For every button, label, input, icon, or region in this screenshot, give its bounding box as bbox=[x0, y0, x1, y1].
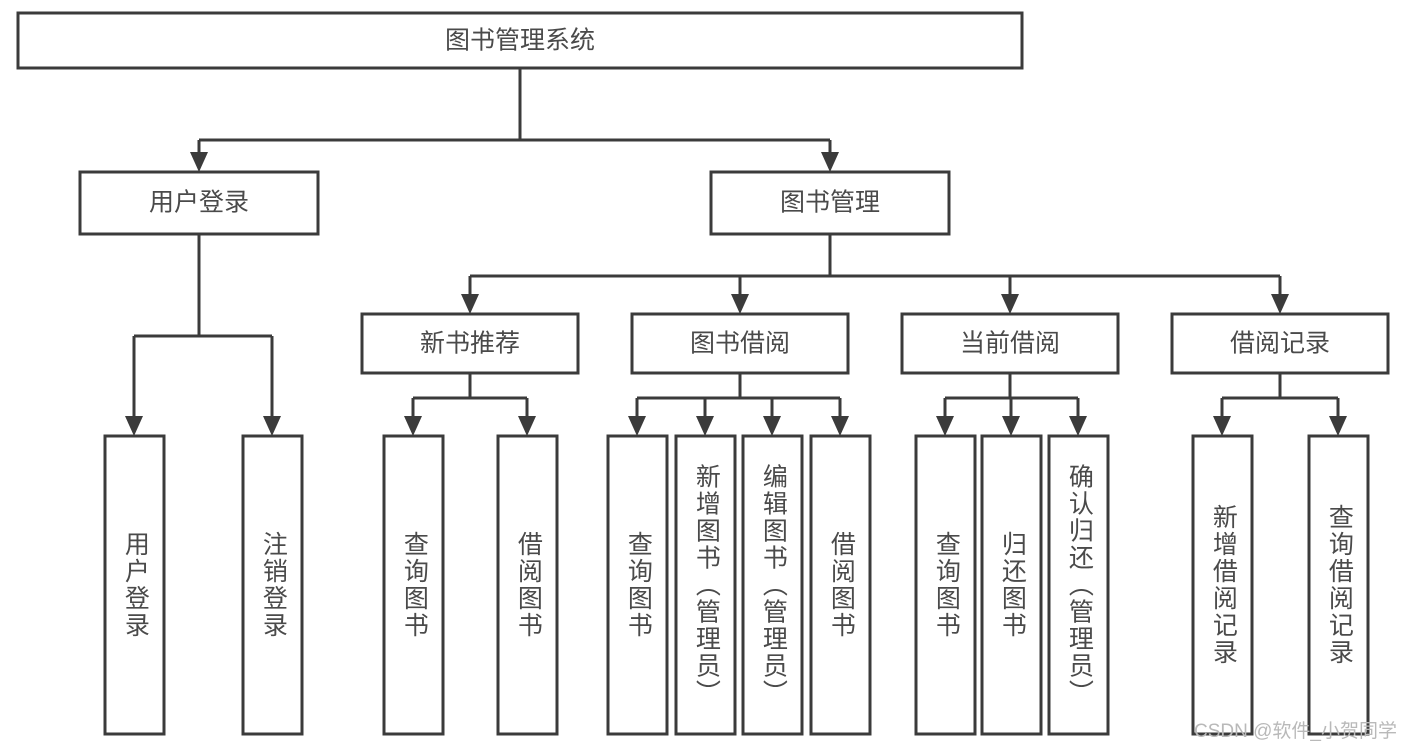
connector-group-book-borrow bbox=[628, 373, 849, 436]
node-book-management-box[interactable] bbox=[709, 170, 951, 236]
leaf-br-query-record-label: 查询借阅记录 bbox=[1325, 504, 1354, 666]
arrow-head-nbr-leaf-1 bbox=[404, 416, 422, 436]
node-user-login[interactable]: 用户登录 bbox=[78, 170, 320, 236]
leaf-bb-borrow-book-label: 借阅图书 bbox=[827, 531, 856, 639]
leaf-cb-query-book-label: 查询图书 bbox=[932, 531, 961, 639]
leaf-cb-query-book[interactable]: 查询图书 bbox=[914, 434, 977, 736]
node-new-book-recommend[interactable]: 新书推荐 bbox=[360, 312, 580, 375]
leaf-bb-query-book-box[interactable] bbox=[606, 434, 669, 736]
leaf-cb-confirm-return-admin-box[interactable] bbox=[1047, 434, 1110, 736]
node-book-management-label: 图书管理 bbox=[780, 189, 880, 217]
connector-group-user-login bbox=[125, 234, 281, 436]
arrow-head-book-borrow bbox=[731, 294, 749, 314]
leaf-bb-add-book-admin-box[interactable] bbox=[674, 434, 737, 736]
leaf-cb-return-book-label: 归还图书 bbox=[998, 531, 1027, 639]
leaf-user-login-logout-box[interactable] bbox=[241, 434, 304, 736]
arrow-head-cb-leaf-1 bbox=[936, 416, 954, 436]
leaf-bb-query-book[interactable]: 查询图书 bbox=[606, 434, 669, 736]
leaf-br-add-record[interactable]: 新增借阅记录 bbox=[1191, 434, 1254, 736]
leaf-bb-add-book-admin-label: 新增图书（管理员） bbox=[692, 464, 721, 707]
leaf-user-login-login-label: 用户登录 bbox=[121, 531, 150, 639]
node-root-system-box[interactable] bbox=[16, 11, 1024, 70]
leaf-br-query-record-box[interactable] bbox=[1307, 434, 1370, 736]
node-current-borrow-box[interactable] bbox=[900, 312, 1120, 375]
leaf-nbr-borrow-book-box[interactable] bbox=[496, 434, 559, 736]
node-user-login-box[interactable] bbox=[78, 170, 320, 236]
node-root-system[interactable]: 图书管理系统 bbox=[16, 11, 1024, 70]
arrow-head-bb-leaf-1 bbox=[628, 416, 646, 436]
leaf-bb-query-book-label: 查询图书 bbox=[624, 531, 653, 639]
leaf-br-add-record-label: 新增借阅记录 bbox=[1209, 504, 1238, 666]
arrow-head-user-login bbox=[190, 152, 208, 172]
arrow-head-cb-leaf-2 bbox=[1002, 416, 1020, 436]
connector-group-borrow-record bbox=[1213, 373, 1347, 436]
node-borrow-record-label: 借阅记录 bbox=[1230, 330, 1330, 358]
node-new-book-recommend-label: 新书推荐 bbox=[420, 330, 520, 358]
arrow-head-cb-leaf-3 bbox=[1069, 416, 1087, 436]
arrow-head-leaf-logout bbox=[263, 416, 281, 436]
node-book-borrow-label: 图书借阅 bbox=[690, 330, 790, 358]
node-new-book-recommend-box[interactable] bbox=[360, 312, 580, 375]
leaf-cb-query-book-box[interactable] bbox=[914, 434, 977, 736]
leaf-nbr-borrow-book-label: 借阅图书 bbox=[514, 531, 543, 639]
node-borrow-record-box[interactable] bbox=[1170, 312, 1390, 375]
arrow-head-bb-leaf-4 bbox=[831, 416, 849, 436]
leaf-user-login-logout-label: 注销登录 bbox=[259, 531, 288, 639]
leaf-cb-confirm-return-admin[interactable]: 确认归还（管理员） bbox=[1047, 434, 1110, 736]
arrow-head-bb-leaf-2 bbox=[696, 416, 714, 436]
leaf-nbr-query-book-box[interactable] bbox=[382, 434, 445, 736]
node-borrow-record[interactable]: 借阅记录 bbox=[1170, 312, 1390, 375]
leaf-br-query-record[interactable]: 查询借阅记录 bbox=[1307, 434, 1370, 736]
node-current-borrow[interactable]: 当前借阅 bbox=[900, 312, 1120, 375]
leaf-br-add-record-box[interactable] bbox=[1191, 434, 1254, 736]
node-book-management[interactable]: 图书管理 bbox=[709, 170, 951, 236]
leaf-bb-add-book-admin[interactable]: 新增图书（管理员） bbox=[674, 434, 737, 736]
leaf-nbr-query-book[interactable]: 查询图书 bbox=[382, 434, 445, 736]
leaf-cb-return-book-box[interactable] bbox=[980, 434, 1043, 736]
leaf-bb-borrow-book-box[interactable] bbox=[809, 434, 872, 736]
connector-group-new-book-recommend bbox=[404, 373, 536, 436]
node-book-borrow[interactable]: 图书借阅 bbox=[630, 312, 850, 375]
leaf-bb-borrow-book[interactable]: 借阅图书 bbox=[809, 434, 872, 736]
leaf-user-login-login[interactable]: 用户登录 bbox=[103, 434, 166, 736]
node-current-borrow-label: 当前借阅 bbox=[960, 330, 1060, 358]
leaf-cb-return-book[interactable]: 归还图书 bbox=[980, 434, 1043, 736]
connector-group-root bbox=[190, 68, 839, 172]
arrow-head-book-mgmt bbox=[821, 152, 839, 172]
leaf-nbr-borrow-book[interactable]: 借阅图书 bbox=[496, 434, 559, 736]
node-root-system-label: 图书管理系统 bbox=[445, 27, 595, 55]
arrow-head-new-book-recommend bbox=[461, 294, 479, 314]
leaf-bb-edit-book-admin[interactable]: 编辑图书（管理员） bbox=[741, 434, 804, 736]
leaf-bb-edit-book-admin-label: 编辑图书（管理员） bbox=[759, 464, 788, 707]
node-book-borrow-box[interactable] bbox=[630, 312, 850, 375]
leaf-cb-confirm-return-admin-label: 确认归还（管理员） bbox=[1065, 464, 1094, 707]
arrow-head-borrow-record bbox=[1271, 294, 1289, 314]
arrow-head-nbr-leaf-2 bbox=[518, 416, 536, 436]
arrow-head-current-borrow bbox=[1001, 294, 1019, 314]
arrow-head-br-leaf-2 bbox=[1329, 416, 1347, 436]
connector-group-book-mgmt bbox=[461, 234, 1289, 314]
node-user-login-label: 用户登录 bbox=[149, 189, 249, 217]
leaf-user-login-logout[interactable]: 注销登录 bbox=[241, 434, 304, 736]
leaf-bb-edit-book-admin-box[interactable] bbox=[741, 434, 804, 736]
arrow-head-bb-leaf-3 bbox=[763, 416, 781, 436]
arrow-head-leaf-user-login bbox=[125, 416, 143, 436]
leaf-nbr-query-book-label: 查询图书 bbox=[400, 531, 429, 639]
connector-group-current-borrow bbox=[936, 373, 1087, 436]
arrow-head-br-leaf-1 bbox=[1213, 416, 1231, 436]
leaf-user-login-login-box[interactable] bbox=[103, 434, 166, 736]
